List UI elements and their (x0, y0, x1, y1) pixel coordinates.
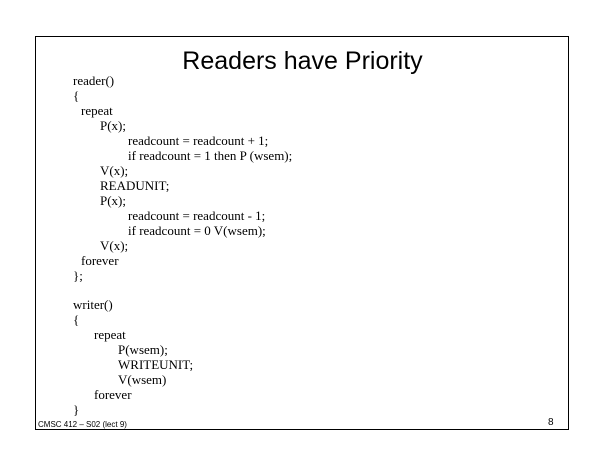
code-line: if readcount = 1 then P (wsem); (128, 148, 293, 163)
code-line: { (73, 88, 80, 103)
code-line: READUNIT; (100, 178, 170, 193)
code-line: V(x); (100, 238, 129, 253)
code-line: }; (73, 268, 83, 283)
page-number: 8 (548, 417, 554, 428)
code-line: reader() (73, 73, 115, 88)
code-line: P(x); (100, 118, 126, 133)
code-line: } (73, 402, 80, 417)
code-line: { (73, 312, 80, 327)
slide-frame (35, 36, 569, 430)
code-line: repeat (81, 103, 113, 118)
code-line: readcount = readcount + 1; (128, 133, 269, 148)
code-line: forever (81, 253, 119, 268)
slide-title: Readers have Priority (182, 47, 423, 75)
code-line: if readcount = 0 V(wsem); (128, 223, 266, 238)
code-line: readcount = readcount - 1; (128, 208, 266, 223)
code-line: P(wsem); (118, 342, 168, 357)
code-line: repeat (94, 327, 126, 342)
code-line: V(x); (100, 163, 129, 178)
code-line: V(wsem) (118, 372, 167, 387)
code-line: forever (94, 387, 132, 402)
slide-footer: CMSC 412 – S02 (lect 9) (38, 420, 127, 429)
code-line: P(x); (100, 193, 126, 208)
code-line: writer() (73, 297, 113, 312)
code-line: WRITEUNIT; (118, 357, 194, 372)
